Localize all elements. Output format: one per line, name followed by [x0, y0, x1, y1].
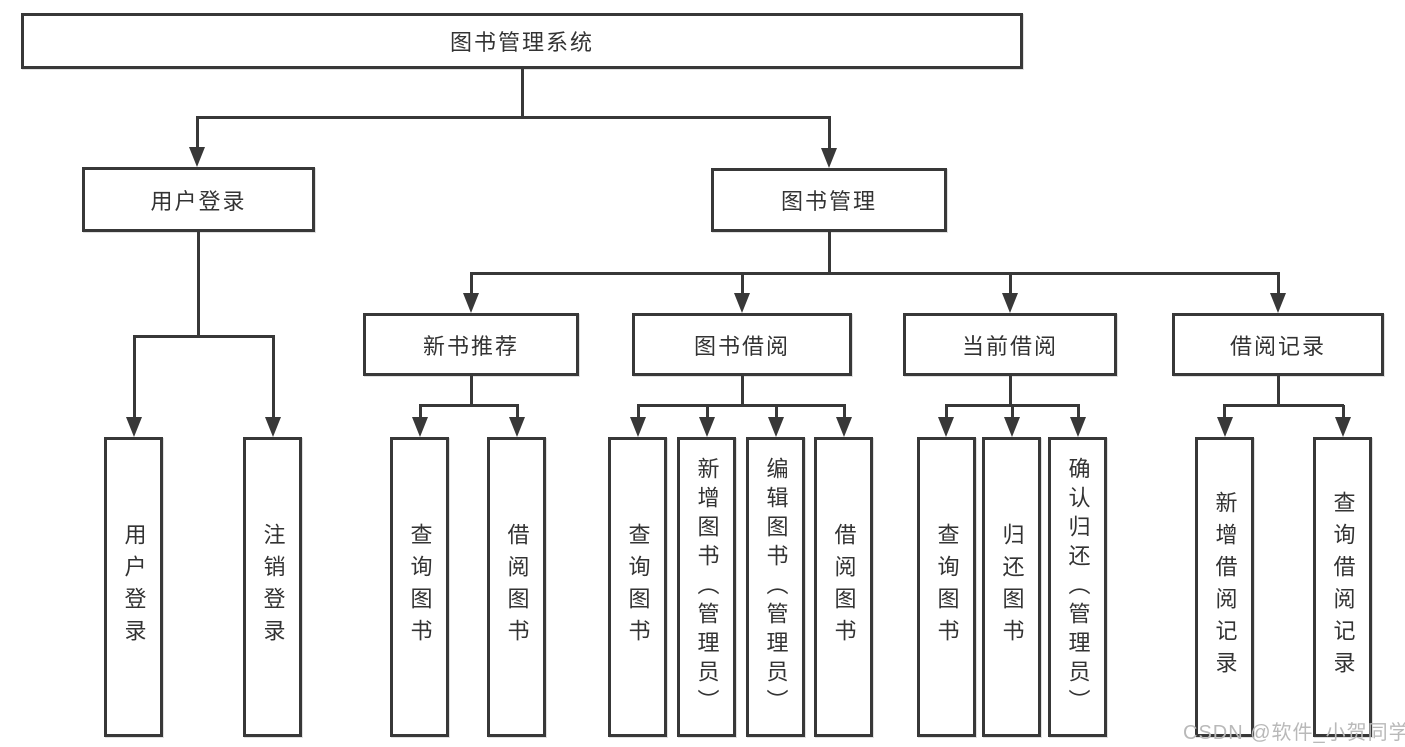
arrow-down-icon [126, 417, 142, 437]
leaf-bb-edit-book-admin: 编辑图书（管理员） [746, 437, 805, 737]
arrow-down-icon [412, 417, 428, 437]
arrow-down-icon [938, 417, 954, 437]
leaf-rec-query-book: 查询图书 [390, 437, 449, 737]
connector-line [132, 336, 136, 420]
node-borrowing-records: 借阅记录 [1172, 313, 1384, 376]
connector-line [469, 271, 1280, 275]
arrow-down-icon [768, 417, 784, 437]
connector-line [195, 115, 831, 119]
connector-line [1276, 273, 1280, 296]
leaf-bb-query-book: 查询图书 [608, 437, 667, 737]
arrow-down-icon [1002, 293, 1018, 313]
connector-line [636, 403, 846, 407]
connector-line [195, 117, 199, 150]
arrow-down-icon [821, 148, 837, 168]
connector-line [705, 405, 709, 420]
connector-line [827, 232, 831, 273]
connector-line [469, 376, 473, 405]
arrow-down-icon [189, 147, 205, 167]
connector-line [636, 405, 640, 420]
connector-line [418, 405, 422, 420]
connector-line [1076, 405, 1080, 420]
connector-line [520, 69, 524, 117]
arrow-down-icon [1004, 417, 1020, 437]
connector-line [1223, 405, 1226, 420]
node-book-borrowing: 图书借阅 [632, 313, 852, 376]
node-book-management-branch: 图书管理 [711, 168, 947, 232]
csdn-watermark: CSDN @软件_小贺同学 [1183, 722, 1405, 744]
connector-line [1341, 405, 1345, 420]
arrow-down-icon [265, 417, 281, 437]
node-library-management-system: 图书管理系统 [21, 13, 1023, 69]
arrow-down-icon [734, 293, 750, 313]
arrow-down-icon [1216, 417, 1233, 437]
connector-line [515, 405, 519, 420]
connector-line [1276, 376, 1280, 405]
connector-line [827, 117, 831, 150]
arrow-down-icon [1070, 417, 1086, 437]
node-current-borrowing: 当前借阅 [903, 313, 1117, 376]
leaf-bb-add-book-admin: 新增图书（管理员） [677, 437, 736, 737]
arrow-down-icon [836, 417, 852, 437]
leaf-cb-return-book: 归还图书 [982, 437, 1041, 737]
connector-line [469, 273, 473, 296]
connector-line [944, 405, 948, 420]
connector-line [1223, 403, 1344, 407]
arrow-down-icon [463, 293, 479, 313]
leaf-br-add-record: 新增借阅记录 [1195, 437, 1254, 737]
connector-line [271, 336, 275, 420]
connector-line [1010, 405, 1014, 420]
arrow-down-icon [630, 417, 646, 437]
arrow-down-icon [1335, 417, 1351, 437]
connector-line [1008, 376, 1012, 405]
connector-line [740, 273, 744, 296]
arrow-down-icon [1270, 293, 1286, 313]
node-user-login-branch: 用户登录 [82, 167, 315, 232]
connector-line [740, 376, 744, 405]
leaf-bb-borrow-book: 借阅图书 [814, 437, 873, 737]
connector-line [418, 403, 519, 407]
leaf-rec-borrow-book: 借阅图书 [487, 437, 546, 737]
connector-line [774, 405, 778, 420]
leaf-cb-confirm-return-admin: 确认归还（管理员） [1048, 437, 1107, 737]
node-new-book-recommendation: 新书推荐 [363, 313, 579, 376]
connector-line [842, 405, 846, 420]
connector-line [1008, 273, 1012, 296]
arrow-down-icon [509, 417, 525, 437]
connector-line [132, 334, 275, 338]
leaf-user-login: 用户登录 [104, 437, 163, 737]
connector-line [196, 232, 200, 336]
leaf-br-query-record: 查询借阅记录 [1313, 437, 1372, 737]
arrow-down-icon [699, 417, 715, 437]
leaf-cb-query-book: 查询图书 [917, 437, 976, 737]
leaf-logout: 注销登录 [243, 437, 302, 737]
